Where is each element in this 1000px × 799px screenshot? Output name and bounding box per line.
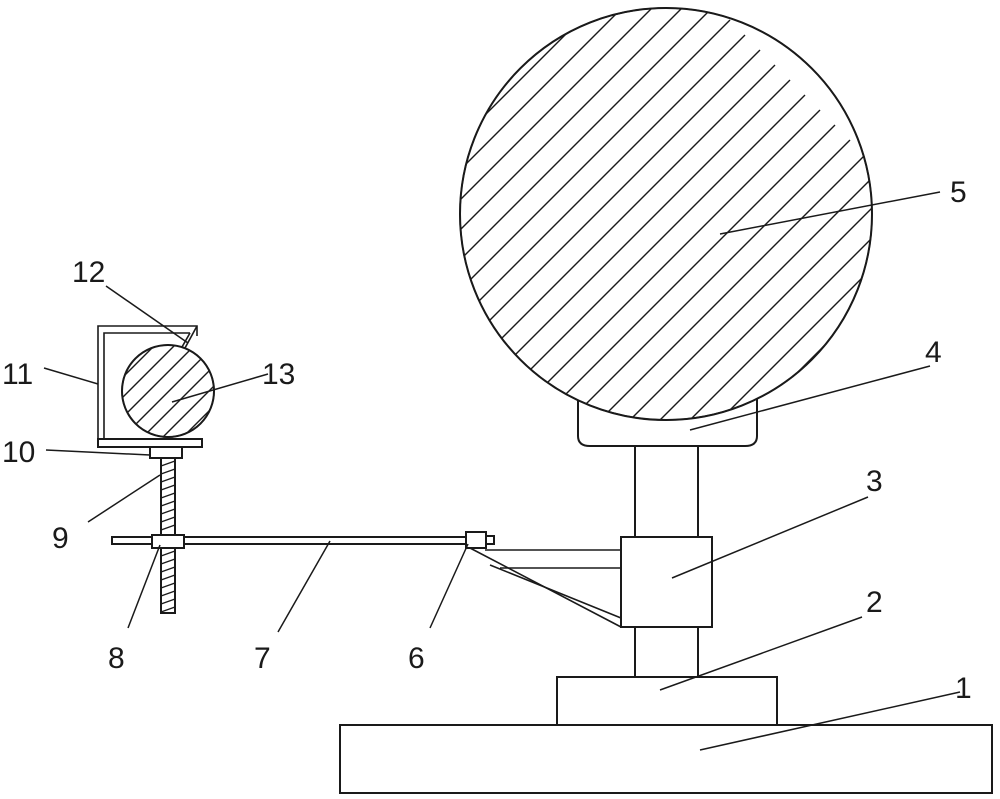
callout-10: 10	[2, 436, 35, 469]
leader-12	[105, 285, 189, 344]
support-plate	[149, 446, 183, 459]
callout-4: 4	[925, 336, 942, 369]
leader-10	[45, 449, 151, 456]
l-frame	[97, 325, 198, 439]
callout-5: 5	[950, 176, 967, 209]
callout-12: 12	[72, 256, 105, 289]
leader-7	[277, 540, 331, 633]
callout-3: 3	[866, 465, 883, 498]
callout-8: 8	[108, 642, 125, 675]
leader-9	[87, 474, 161, 523]
leader-4	[689, 365, 931, 431]
leader-5	[719, 191, 941, 235]
clamp-head	[465, 531, 495, 549]
callout-13: 13	[262, 358, 295, 391]
callout-7: 7	[254, 642, 271, 675]
callout-11: 11	[2, 358, 33, 391]
horizontal-rod	[111, 536, 467, 545]
leader-11	[43, 367, 99, 385]
leader-8	[127, 544, 161, 629]
leader-1	[699, 691, 961, 751]
support-bracket	[469, 547, 622, 628]
sliding-sleeve	[620, 536, 713, 628]
callout-9: 9	[52, 522, 69, 555]
base-plate	[339, 724, 993, 794]
callout-1: 1	[955, 672, 972, 705]
leader-6	[429, 543, 469, 629]
leader-lines	[43, 191, 961, 751]
leader-13	[171, 373, 269, 403]
mount-plate	[97, 438, 203, 448]
pedestal-block	[556, 676, 778, 726]
leader-2	[659, 616, 863, 691]
lock-nut	[151, 534, 185, 549]
callout-6: 6	[408, 642, 425, 675]
small-sphere	[121, 344, 215, 438]
leader-3	[671, 496, 869, 579]
callout-2: 2	[866, 586, 883, 619]
